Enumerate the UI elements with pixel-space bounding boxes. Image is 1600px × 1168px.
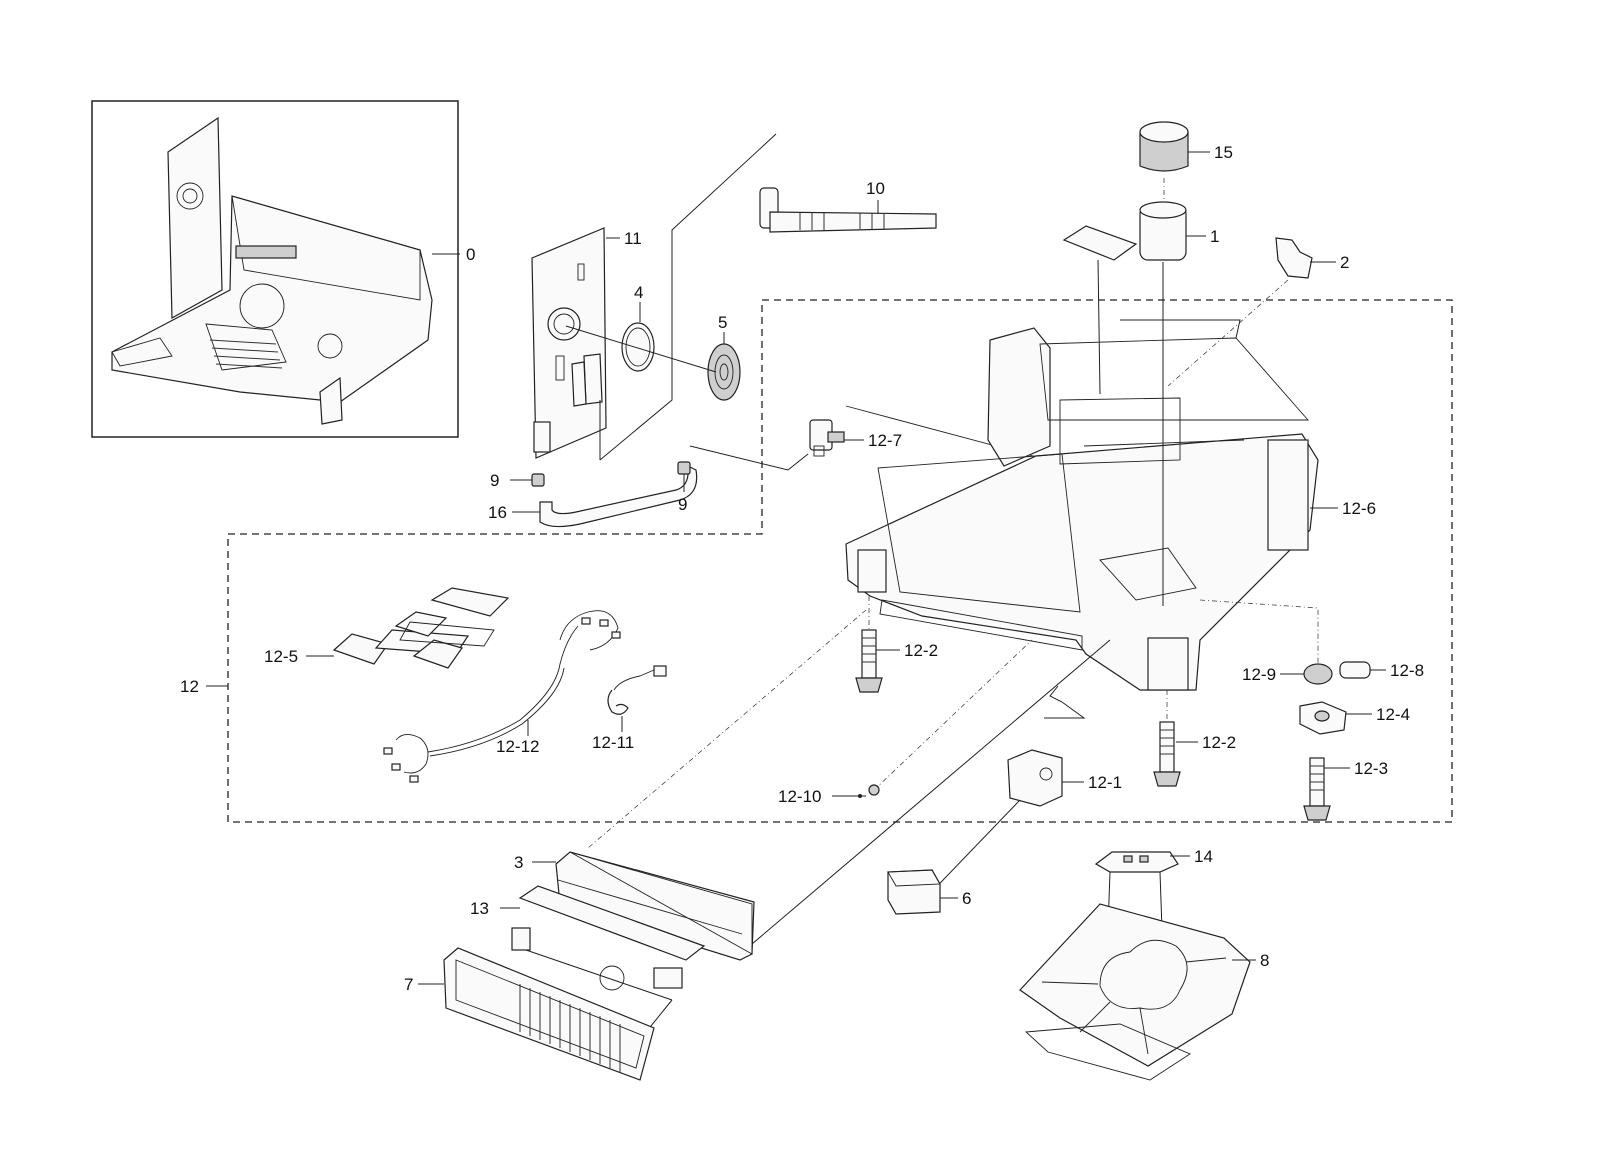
part-12-2-foot-middle: [1153, 721, 1181, 787]
part-11-back-panel: [531, 227, 607, 459]
part-2-clip: [1275, 237, 1313, 279]
part-9-clamp-right: [677, 461, 691, 475]
part-1-capacitor: [1139, 201, 1187, 261]
part-12-8-screw: [1339, 661, 1371, 679]
part-8-base-tray: [1019, 903, 1251, 1081]
part-7-front-grille: [443, 947, 655, 1081]
part-12-6-base-frame: [845, 327, 1319, 691]
callout-12-2-left: 12-2: [904, 641, 938, 660]
part-10-hose: [759, 187, 937, 233]
part-12-7-inlet-valve: [809, 419, 845, 457]
part-13-control-board: [511, 885, 706, 991]
callout-12: 12: [180, 677, 199, 696]
part-12-11-connector: [607, 665, 667, 715]
callout-12-9: 12-9: [1242, 665, 1276, 684]
part-6-insulation-block: [887, 869, 941, 915]
callout-12-8: 12-8: [1390, 661, 1424, 680]
callout-14: 14: [1194, 847, 1213, 866]
part-5-impeller: [707, 343, 741, 401]
callout-13: 13: [470, 899, 489, 918]
callout-10: 10: [866, 179, 885, 198]
callout-4: 4: [634, 283, 643, 302]
callout-5: 5: [718, 313, 727, 332]
part-4-seal-ring: [621, 322, 655, 372]
part-12-12-wire-harness: [383, 610, 621, 783]
callout-7: 7: [404, 975, 413, 994]
callout-16: 16: [488, 503, 507, 522]
part-12-9-gear: [1303, 663, 1333, 685]
callout-12-6: 12-6: [1342, 499, 1376, 518]
part-12-2-foot-left: [855, 629, 883, 693]
callout-3: 3: [514, 853, 523, 872]
callout-1: 1: [1210, 227, 1219, 246]
part-12-5-plates: [332, 587, 510, 669]
callout-12-7: 12-7: [868, 431, 902, 450]
callout-12-10: 12-10: [778, 787, 821, 806]
part-9-clamp-left: [531, 473, 545, 487]
callout-9-right: 9: [678, 495, 687, 514]
part-14-top-bracket: [1094, 851, 1179, 873]
callout-12-5: 12-5: [264, 647, 298, 666]
part-15-cap: [1139, 121, 1189, 172]
callout-12-1: 12-1: [1088, 773, 1122, 792]
callout-8: 8: [1260, 951, 1269, 970]
callout-2: 2: [1340, 253, 1349, 272]
part-12-1-bracket: [1007, 749, 1063, 807]
callout-12-3: 12-3: [1354, 759, 1388, 778]
callout-15: 15: [1214, 143, 1233, 162]
callout-12-11: 12-11: [592, 733, 634, 752]
callout-9-left: 9: [490, 471, 499, 490]
callout-0: 0: [466, 245, 475, 264]
callout-12-12: 12-12: [496, 737, 539, 756]
insulation-pad: [1062, 225, 1138, 261]
callout-11: 11: [624, 229, 642, 248]
part-12-4-bracket: [1299, 701, 1347, 735]
callout-6: 6: [962, 889, 971, 908]
part-12-3-foot-right: [1303, 757, 1331, 821]
part-16-drain-hose: [539, 464, 698, 528]
callout-12-2-middle: 12-2: [1202, 733, 1236, 752]
assembly-overview: [91, 100, 459, 438]
callout-12-4: 12-4: [1376, 705, 1410, 724]
